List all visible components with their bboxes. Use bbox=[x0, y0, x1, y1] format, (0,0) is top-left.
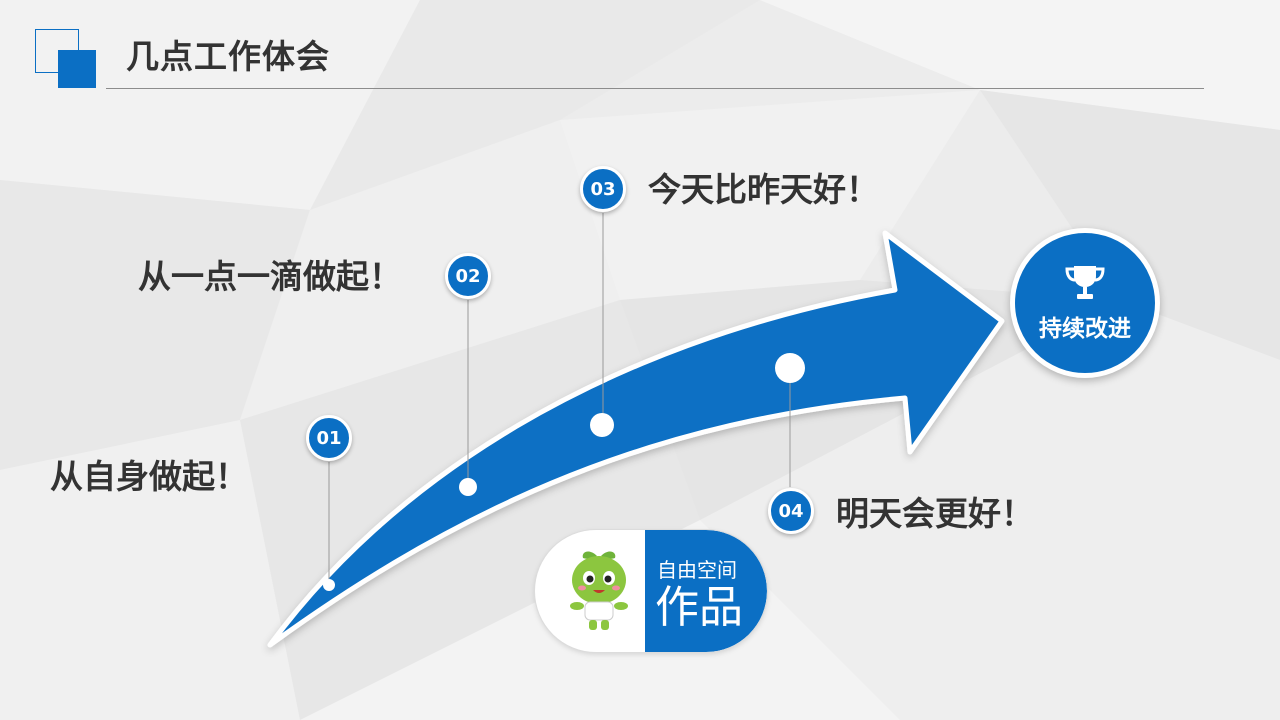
arrow-dot-01 bbox=[323, 579, 335, 591]
brand-line-2: 作品 bbox=[655, 582, 743, 633]
mascot-icon bbox=[570, 551, 628, 630]
goal-label: 持续改进 bbox=[1039, 316, 1131, 342]
step-text-01: 从自身做起！ bbox=[50, 457, 248, 496]
step-badge-03: 03 bbox=[580, 166, 626, 212]
goal-circle: 持续改进 bbox=[1010, 228, 1160, 378]
arrow-dot-02 bbox=[459, 478, 477, 496]
step-badge-02: 02 bbox=[445, 253, 491, 299]
arrow-dot-04 bbox=[775, 353, 805, 383]
brand-blue-panel bbox=[645, 530, 767, 652]
growth-arrow bbox=[267, 230, 1005, 648]
trophy-icon bbox=[1065, 266, 1105, 299]
step-text-03: 今天比昨天好！ bbox=[648, 170, 879, 209]
title-divider bbox=[106, 88, 1204, 89]
step-text-02: 从一点一滴做起！ bbox=[138, 257, 402, 296]
step-text-04: 明天会更好！ bbox=[836, 494, 1034, 533]
brand-badge: 自由空间 作品 bbox=[535, 530, 767, 652]
page-title: 几点工作体会 bbox=[126, 37, 330, 76]
brand-line-1: 自由空间 bbox=[657, 558, 737, 582]
step-badge-04: 04 bbox=[768, 488, 814, 534]
arrow-dot-03 bbox=[590, 413, 614, 437]
step-badge-01: 01 bbox=[306, 415, 352, 461]
title-square-filled bbox=[58, 50, 96, 88]
